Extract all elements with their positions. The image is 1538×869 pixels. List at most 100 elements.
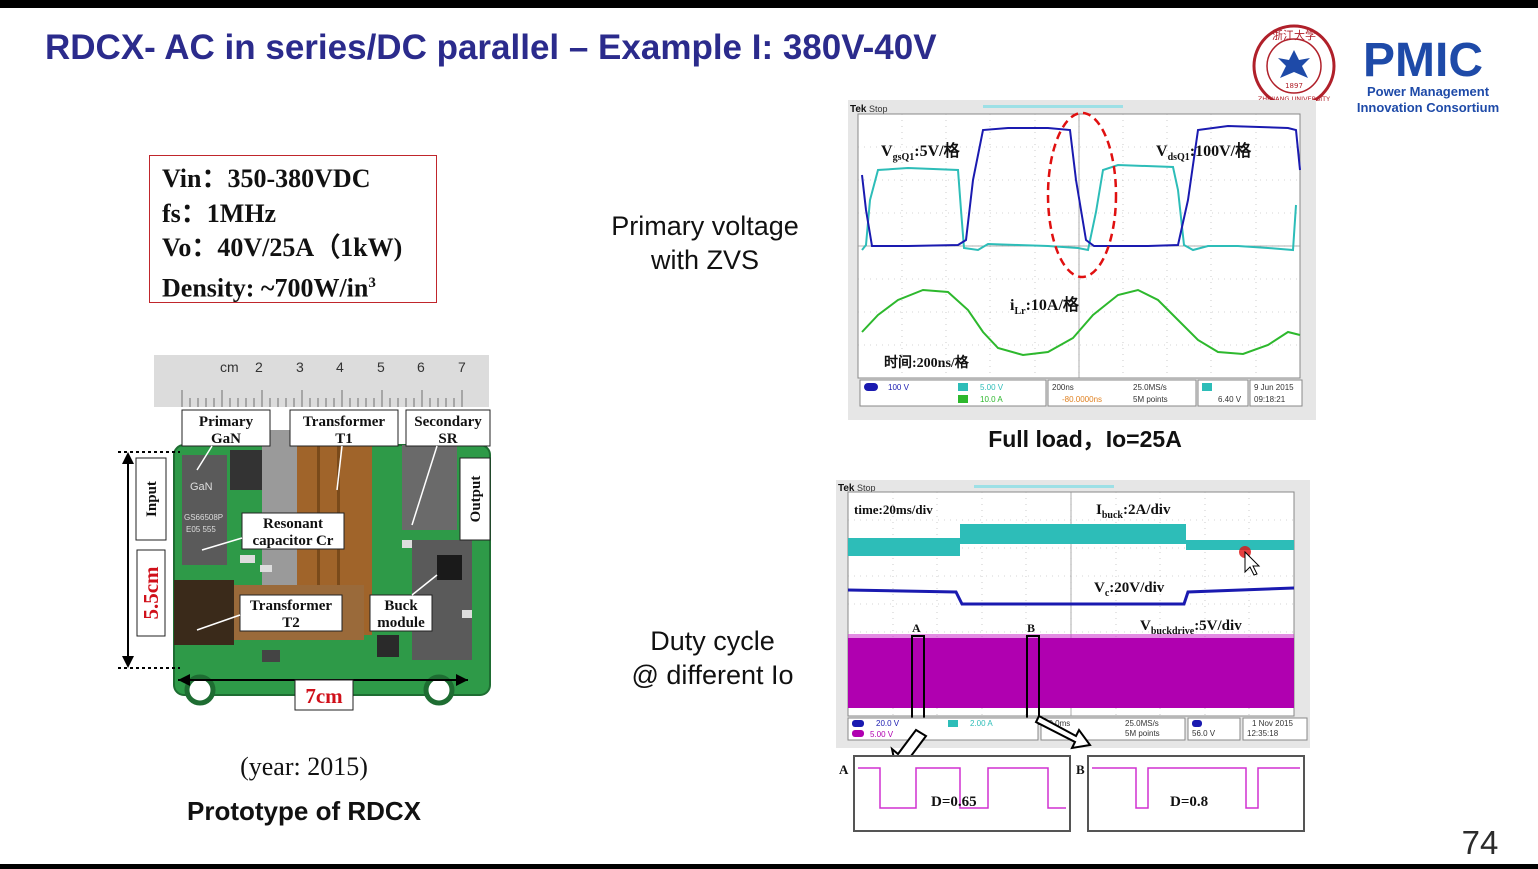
scope-mode: Stop xyxy=(869,104,888,114)
inset-a-label: A xyxy=(839,762,849,777)
vbd-label: V xyxy=(1140,618,1151,634)
ruler-ticks xyxy=(181,390,463,407)
scope1-trig-level: 6.40 V xyxy=(1218,395,1242,404)
svg-text:Vbuckdrive:5V/div: Vbuckdrive:5V/div xyxy=(1140,618,1242,637)
duty-cycle-line1: Duty cycle xyxy=(650,626,775,656)
ilr-sub: Lr xyxy=(1014,306,1026,317)
scope1-timebase: 200ns xyxy=(1052,383,1074,392)
spec-vin: Vin：350-380VDC xyxy=(162,164,371,193)
vgs-scale: :5V/格 xyxy=(914,141,960,160)
pmic-logo: PMIC xyxy=(1363,34,1483,84)
label-t2: T2 xyxy=(282,615,300,631)
svg-text:VdsQ1:100V/格: VdsQ1:100V/格 xyxy=(1156,141,1252,163)
vds-scale: :100V/格 xyxy=(1190,141,1252,160)
scope2-time-scale: time:20ms/div xyxy=(854,502,933,517)
scope1-points: 5M points xyxy=(1133,395,1168,404)
svg-text:Vc:20V/div: Vc:20V/div xyxy=(1094,580,1165,599)
vgs-trace xyxy=(861,163,1297,252)
label-pointers xyxy=(196,445,438,631)
label-primary: Primary xyxy=(199,414,254,430)
vds-sub: dsQ1 xyxy=(1168,152,1190,163)
mounting-hole xyxy=(184,674,216,706)
scope1-labels: VgsQ1:5V/格 VdsQ1:100V/格 iLr:10A/格 时间:200… xyxy=(881,141,1252,371)
vgs-label: V xyxy=(881,143,893,160)
label-output: Output xyxy=(468,476,484,523)
vc-sub: c xyxy=(1105,588,1110,599)
vbd-scale: :5V/div xyxy=(1194,618,1242,634)
zvs-highlight xyxy=(1046,111,1118,279)
scope2-ch3: 5.00 V xyxy=(870,730,894,739)
scope1-time: 09:18:21 xyxy=(1254,395,1286,404)
label-input: Input xyxy=(144,481,160,517)
ilr-trace xyxy=(861,288,1301,357)
spec-density-sup: 3 xyxy=(368,274,376,291)
vds-label: V xyxy=(1156,143,1168,160)
spec-density: Density: ~700W/in3 xyxy=(162,266,436,306)
chip-text: GaN xyxy=(190,481,213,493)
secondary-sr xyxy=(402,445,457,530)
label-secondary: Secondary xyxy=(414,414,482,430)
scope1-date: 9 Jun 2015 xyxy=(1254,383,1294,392)
label-box-width xyxy=(294,679,354,711)
mounting-hole xyxy=(423,674,455,706)
pmic-line1: Power Management xyxy=(1366,84,1490,99)
primary-voltage-line1: Primary voltage xyxy=(611,211,799,241)
seal-text: 浙江大学 xyxy=(1272,28,1316,42)
ruler-number: 5 xyxy=(377,359,385,375)
vgs-sub: gsQ1 xyxy=(893,152,915,163)
inset-a-waveform xyxy=(858,767,1066,809)
slide-title: RDCX- AC in series/DC parallel – Example… xyxy=(45,28,937,67)
inset-b-label: B xyxy=(1076,762,1085,777)
oscilloscope-primary-voltage: Tek Stop VgsQ1:5V/格 VdsQ1:100V/格 iLr:10A… xyxy=(848,100,1316,420)
label-box-output xyxy=(459,457,491,541)
label-primary-gan: GaN xyxy=(211,431,241,447)
primary-voltage-label: Primary voltage with ZVS xyxy=(580,209,830,277)
vc-scale: :20V/div xyxy=(1109,580,1165,596)
label-module: module xyxy=(377,615,425,631)
spec-density-text: Density: ~700W/in xyxy=(162,273,369,303)
scope2-date: 1 Nov 2015 xyxy=(1252,719,1293,728)
spec-box: Vin：350-380VDC fs：1MHz Vo：40V/25A（1kW) D… xyxy=(149,155,437,303)
marker-a: A xyxy=(912,621,921,635)
label-sr: SR xyxy=(438,431,457,447)
label-resonant-cap: capacitor Cr xyxy=(253,533,334,549)
label-buck: Buck xyxy=(384,598,418,614)
ruler-unit: cm xyxy=(220,359,239,375)
label-box-transformer-t1 xyxy=(289,409,399,447)
ic-component xyxy=(230,450,268,490)
ibuck-trace xyxy=(848,524,1294,556)
vds-trace xyxy=(861,124,1301,247)
ilr-scale: :10A/格 xyxy=(1026,295,1080,314)
scope2-brand: Tek xyxy=(838,483,855,494)
vc-trace xyxy=(847,586,1295,606)
pmic-subtitle: Power Management Innovation Consortium xyxy=(1342,84,1514,116)
width-dimension: 7cm xyxy=(305,684,343,708)
scope2-labels: A B time:20ms/div Ibuck:2A/div Vc:20V/di… xyxy=(854,502,1242,637)
oscilloscope-duty-cycle: Tek Stop A B time:20ms/div Ibuck:2A/div … xyxy=(836,480,1310,832)
ruler-number: 2 xyxy=(255,359,263,375)
pmic-wordmark: PMIC xyxy=(1363,34,1483,84)
arrow-to-inset-b xyxy=(1034,714,1092,750)
page-number: 74 xyxy=(1461,824,1499,861)
top-border xyxy=(0,0,1538,8)
seal-subtext: ZHEJIANG UNIVERSITY xyxy=(1258,95,1330,103)
gan-chip xyxy=(182,455,227,565)
scope2-mode: Stop xyxy=(857,483,876,493)
ibuck-scale: :2A/div xyxy=(1123,502,1171,518)
spec-vo: Vo：40V/25A（1kW) xyxy=(162,233,403,262)
university-seal-logo: 浙江大学 1897 ZHEJIANG UNIVERSITY xyxy=(1252,24,1336,108)
ruler-number: 6 xyxy=(417,359,425,375)
svg-text:Ibuck:2A/div: Ibuck:2A/div xyxy=(1096,502,1171,521)
ruler-number: 3 xyxy=(296,359,304,375)
primary-voltage-line2: with ZVS xyxy=(650,245,760,275)
mouse-cursor-icon xyxy=(1244,550,1261,576)
full-load-caption: Full load，Io=25A xyxy=(988,426,1182,452)
scope1-readout: 100 V 5.00 V 10.0 A 200ns -80.0000ns 25.… xyxy=(859,379,1303,407)
chip-text: GS66508P xyxy=(184,513,223,522)
scope2-points: 5M points xyxy=(1125,729,1160,738)
label-box-transformer-t2 xyxy=(239,594,343,632)
label-box-primary-gan xyxy=(181,409,271,447)
seal-year: 1897 xyxy=(1285,82,1303,90)
label-box-input xyxy=(135,457,167,541)
pmic-line2: Innovation Consortium xyxy=(1356,100,1500,115)
